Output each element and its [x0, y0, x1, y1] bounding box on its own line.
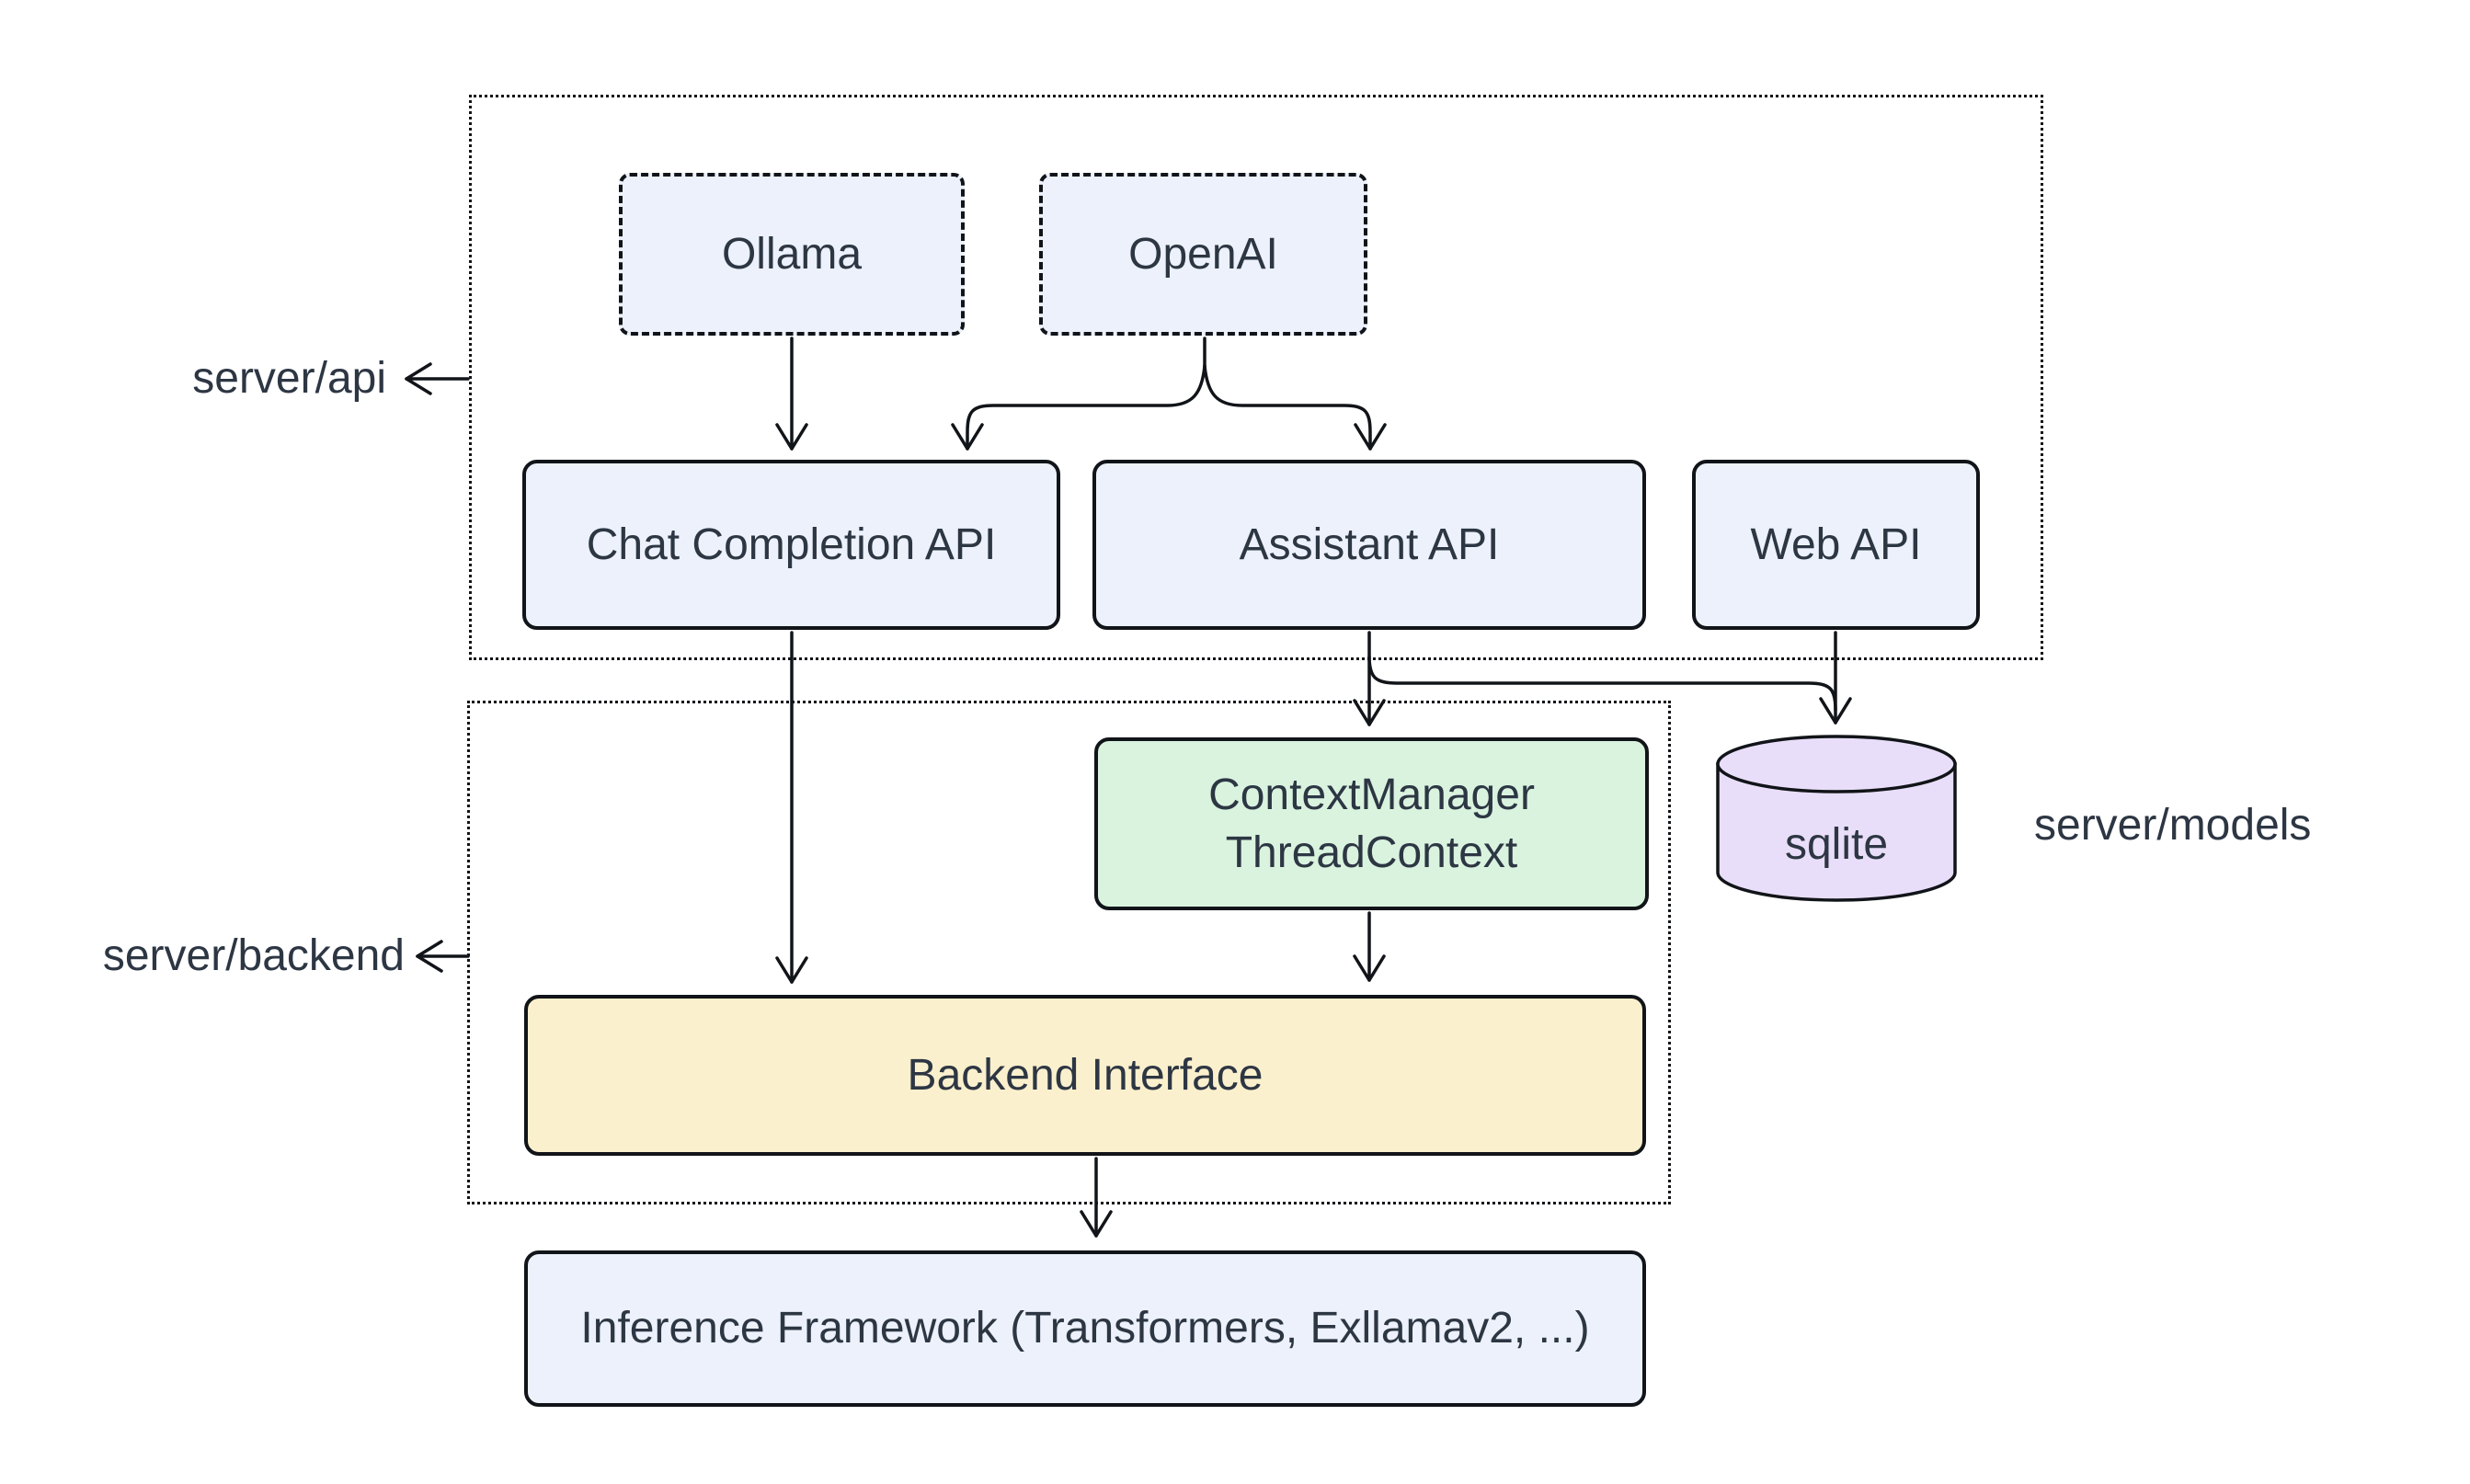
node-sqlite-label: sqlite: [1784, 819, 1889, 869]
node-context-manager-line1: ContextManager: [1208, 770, 1535, 819]
group-label-server-models: server/models: [2034, 801, 2312, 850]
node-context-manager-line2: ThreadContext: [1225, 828, 1518, 877]
node-backend-interface: Backend Interface: [524, 995, 1646, 1156]
node-backend-interface-label: Backend Interface: [907, 1050, 1264, 1100]
node-web-api-label: Web API: [1750, 519, 1922, 569]
node-ollama-label: Ollama: [721, 229, 863, 279]
group-server-api: [469, 95, 2043, 660]
node-context-manager: ContextManager ThreadContext: [1094, 737, 1649, 910]
node-ollama: Ollama: [619, 173, 965, 336]
group-label-server-backend: server/backend: [102, 931, 405, 980]
node-assistant-api-label: Assistant API: [1239, 519, 1500, 569]
node-web-api: Web API: [1692, 460, 1980, 630]
node-inference-framework: Inference Framework (Transformers, Exlla…: [524, 1250, 1646, 1407]
node-openai: OpenAI: [1039, 173, 1367, 336]
group-server-backend: [467, 701, 1671, 1204]
node-chat-completion-api-label: Chat Completion API: [586, 519, 997, 569]
group-label-server-api: server/api: [192, 354, 386, 403]
node-openai-label: OpenAI: [1128, 229, 1278, 279]
node-assistant-api: Assistant API: [1092, 460, 1646, 630]
node-inference-framework-label: Inference Framework (Transformers, Exlla…: [580, 1304, 1590, 1353]
node-chat-completion-api: Chat Completion API: [522, 460, 1060, 630]
